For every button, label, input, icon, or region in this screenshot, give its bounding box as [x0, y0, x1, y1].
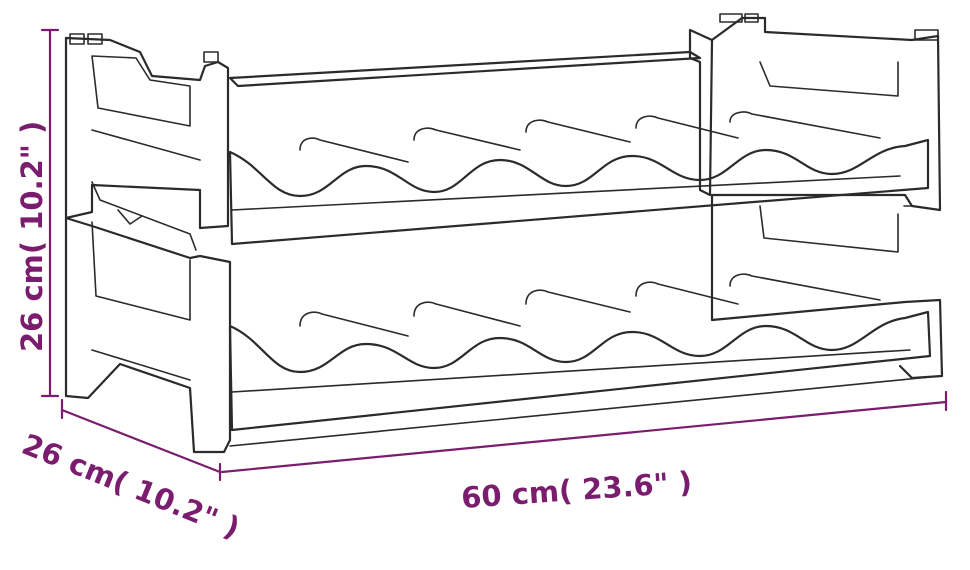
dimension-lines [40, 28, 948, 482]
depth-dimension-label: 26 cm( 10.2" ) [17, 427, 244, 545]
width-dimension-label: 60 cm( 23.6" ) [460, 465, 693, 515]
height-dimension-label: 26 cm( 10.2" ) [15, 121, 49, 352]
wine-rack-drawing [64, 13, 944, 454]
